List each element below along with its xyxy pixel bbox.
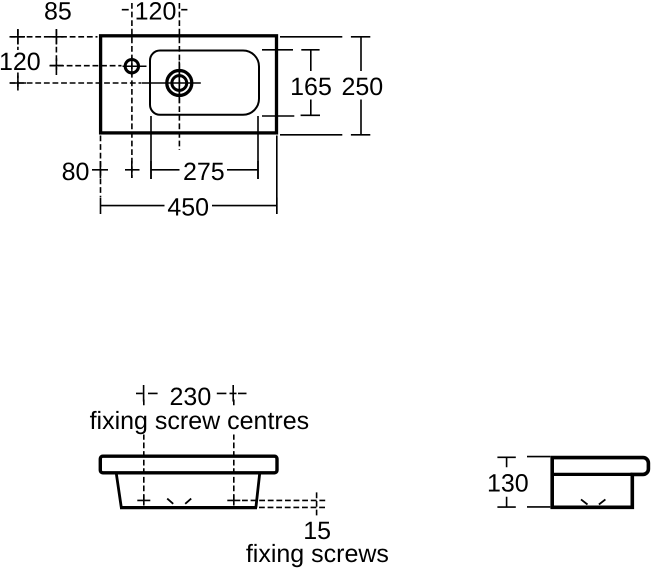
svg-text:fixing screws: fixing screws <box>246 540 389 568</box>
svg-text:230: 230 <box>170 383 212 411</box>
svg-text:120: 120 <box>135 0 177 26</box>
svg-text:120: 120 <box>0 48 41 76</box>
svg-text:15: 15 <box>303 517 331 545</box>
svg-text:275: 275 <box>183 158 225 186</box>
svg-text:165: 165 <box>290 73 332 101</box>
svg-text:fixing screw centres: fixing screw centres <box>90 407 310 435</box>
svg-text:130: 130 <box>487 469 529 497</box>
svg-text:250: 250 <box>341 73 383 101</box>
svg-text:85: 85 <box>44 0 72 26</box>
svg-text:80: 80 <box>62 158 90 186</box>
svg-text:450: 450 <box>167 193 209 221</box>
